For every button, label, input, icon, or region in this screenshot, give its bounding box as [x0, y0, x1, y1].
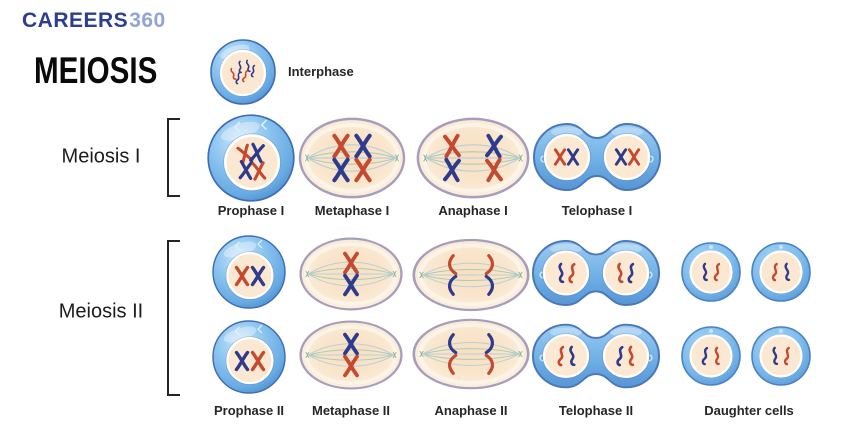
- interphase-cell: [210, 39, 276, 105]
- careers360-logo: CAREERS360: [22, 9, 166, 33]
- metaphase-2-cell-a: [301, 239, 402, 310]
- daughter-cell-3: [680, 325, 742, 387]
- anaphase-2-cell-a: [414, 240, 528, 310]
- prophase-1-cell: [206, 113, 296, 203]
- stage-label-metaphase-2: Metaphase II: [311, 403, 391, 418]
- logo-suffix-text: 360: [129, 9, 166, 32]
- stage-label-prophase-2: Prophase II: [213, 403, 285, 418]
- daughter-cell-1: [680, 241, 742, 303]
- meiosis-1-label: Meiosis I: [61, 145, 141, 168]
- anaphase-1-cell: [418, 119, 528, 197]
- stage-label-metaphase-1: Metaphase I: [314, 203, 390, 218]
- meiosis-2-bracket: [167, 240, 180, 396]
- metaphase-2-cell-b: [301, 322, 402, 389]
- meiosis-1-bracket: [167, 118, 180, 197]
- metaphase-1-cell: [300, 119, 404, 197]
- meiosis-2-label: Meiosis II: [58, 300, 144, 323]
- anaphase-2-cell-b: [414, 320, 528, 388]
- prophase-2-cell-b: [211, 319, 287, 395]
- stage-label-anaphase-2: Anaphase II: [434, 403, 508, 418]
- daughter-cell-2: [750, 241, 812, 303]
- telophase-2-cell-b: [531, 323, 661, 389]
- page-title: MEIOSIS: [34, 50, 158, 91]
- prophase-2-cell-a: [211, 234, 287, 310]
- stage-label-telophase-1: Telophase I: [561, 203, 633, 218]
- telophase-2-cell-a: [531, 239, 661, 307]
- stage-label-prophase-1: Prophase I: [217, 203, 285, 218]
- interphase-label: Interphase: [288, 64, 354, 79]
- stage-label-anaphase-1: Anaphase I: [438, 203, 508, 218]
- telophase-1-cell: [532, 122, 662, 192]
- stage-label-daughter-cells: Daughter cells: [704, 403, 794, 418]
- stage-label-telophase-2: Telophase II: [558, 403, 634, 418]
- logo-brand-text: CAREERS: [22, 9, 129, 32]
- daughter-cell-4: [750, 325, 812, 387]
